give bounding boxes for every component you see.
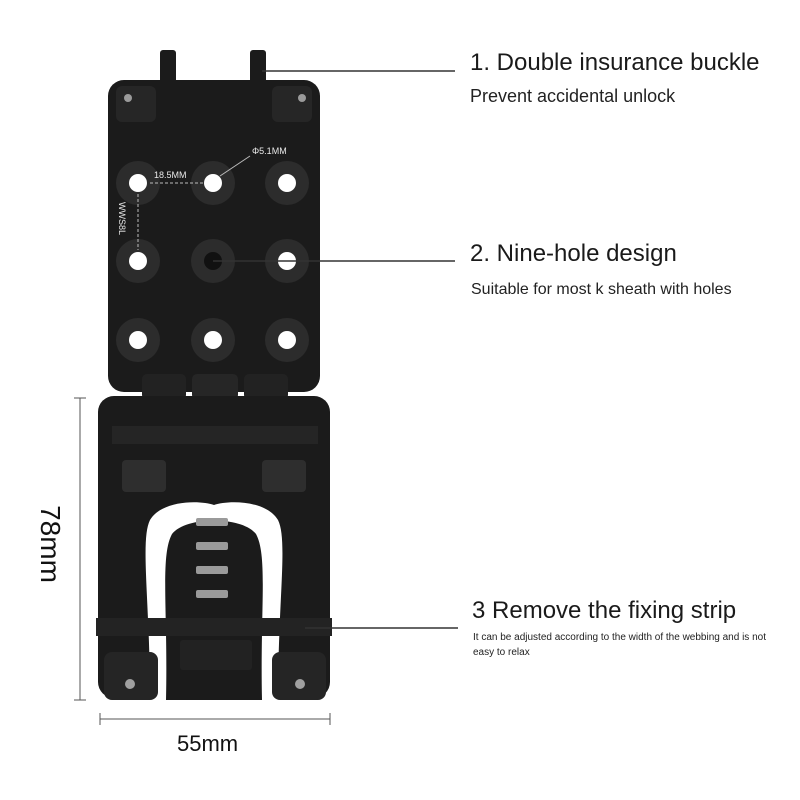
- height-dimension-line: [74, 397, 86, 701]
- width-dimension-label: 55mm: [177, 731, 239, 756]
- hole-spacing-label: 18.5MM: [154, 170, 187, 180]
- model-label: WWS8L: [117, 202, 127, 235]
- hole-diameter-label: Φ5.1MM: [252, 146, 287, 156]
- callout-1-subtitle: Prevent accidental unlock: [470, 86, 676, 106]
- bottom-plate: [96, 396, 332, 700]
- callout-2-subtitle: Suitable for most k sheath with holes: [471, 281, 732, 298]
- callout-3-subtitle: It can be adjusted according to the widt…: [473, 632, 766, 658]
- hinge: [142, 374, 288, 400]
- height-dimension-label: 78mm: [35, 505, 66, 583]
- width-dimension-line: [99, 713, 331, 725]
- top-plate: 18.5MM Φ5.1MM WWS8L: [108, 50, 320, 392]
- callout-2-title: 2. Nine-hole design: [470, 240, 677, 267]
- callout-3-title: 3 Remove the fixing strip: [472, 597, 737, 624]
- callout-1-title: 1. Double insurance buckle: [470, 49, 760, 76]
- nine-holes: [116, 161, 309, 362]
